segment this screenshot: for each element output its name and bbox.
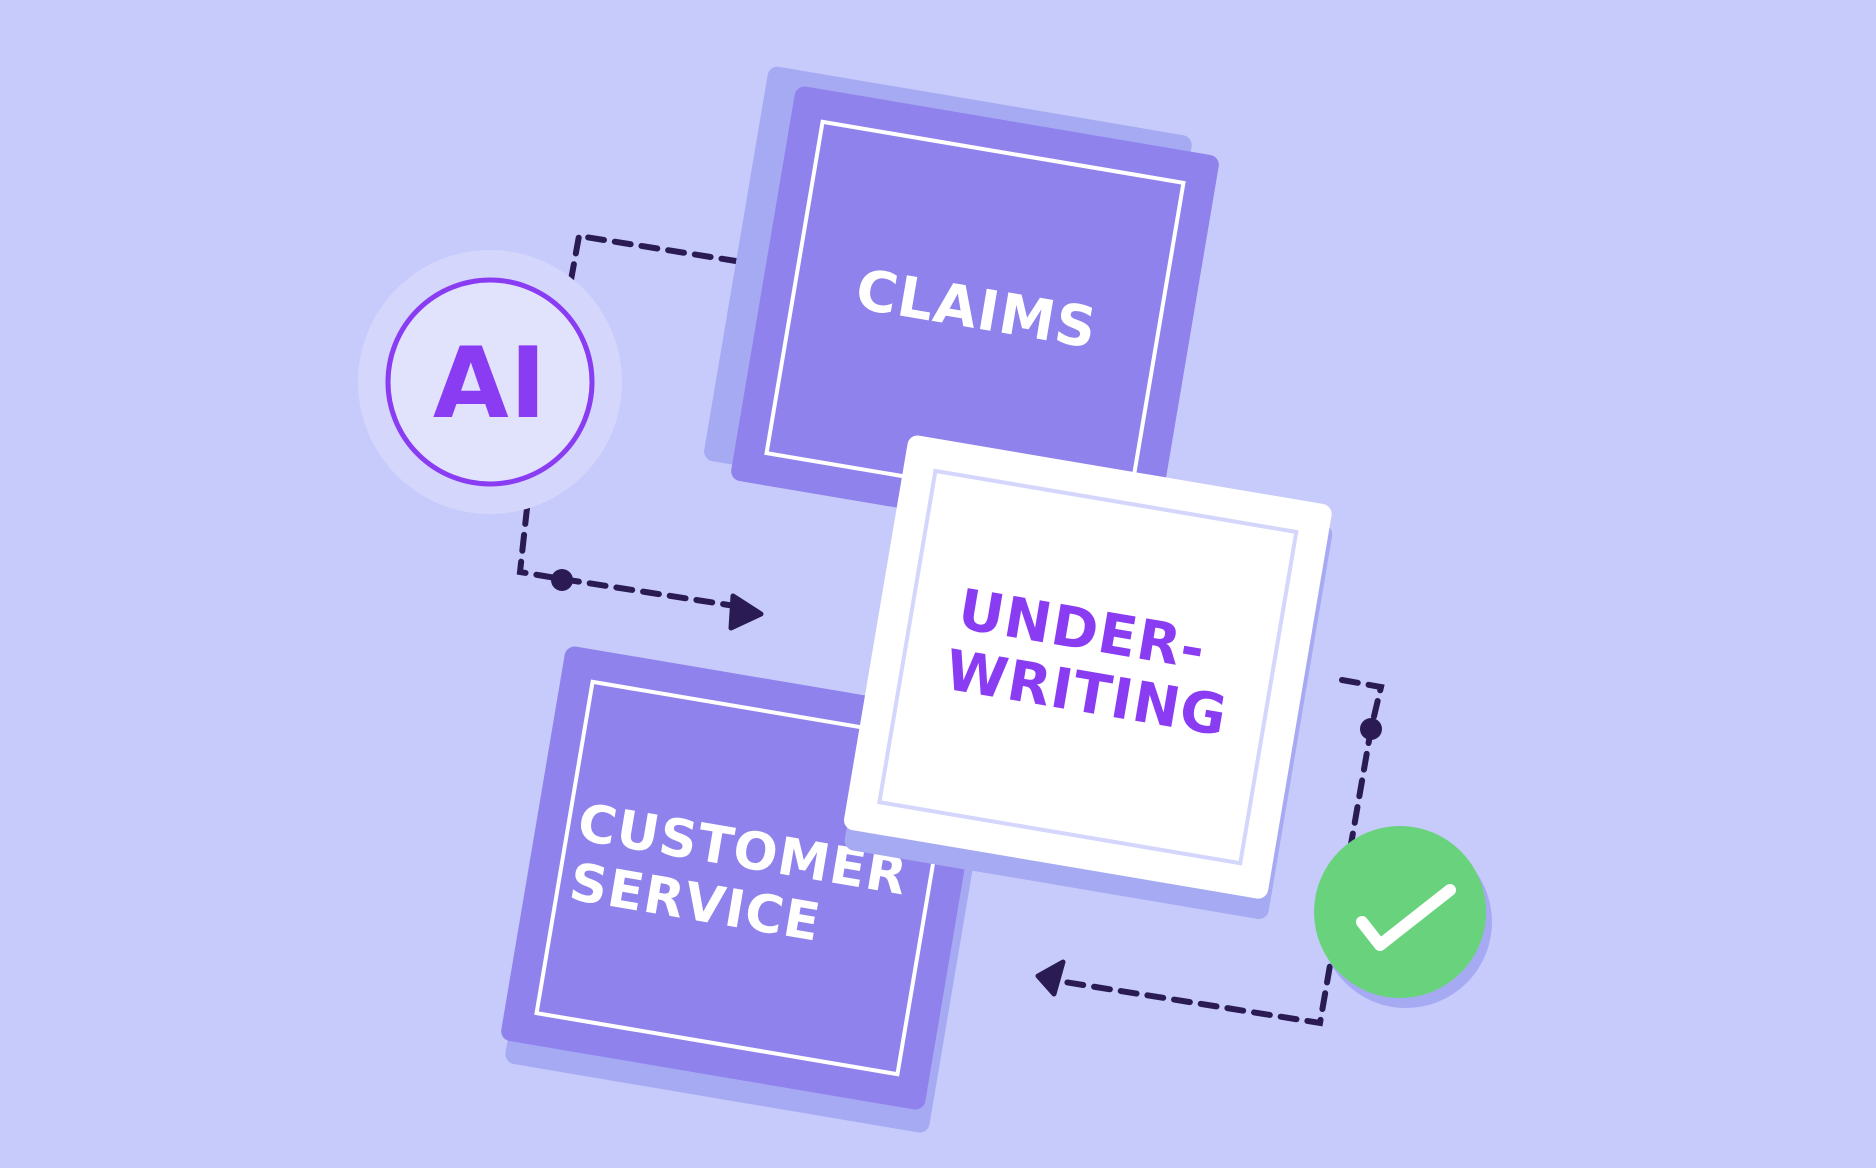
connector-ai-to-underwriting — [516, 505, 764, 631]
arrow-right-icon — [728, 593, 764, 631]
approval-badge-circle — [1314, 826, 1486, 998]
underwriting-card: UNDER- WRITING — [844, 435, 1333, 919]
connector-underwriting-to-customer-service — [1035, 677, 1385, 1027]
ai-circle — [385, 277, 595, 487]
customer-service-card-frame — [534, 679, 956, 1077]
ai-badge: AI — [358, 250, 622, 514]
approval-badge — [1314, 826, 1492, 1008]
claims-card: CLAIMS — [704, 66, 1219, 550]
claims-card-body — [731, 86, 1219, 550]
underwriting-card-frame — [877, 468, 1299, 866]
checkmark-icon — [1356, 884, 1456, 951]
underwriting-card-body — [844, 435, 1332, 899]
arrow-left-icon — [1035, 959, 1066, 997]
ai-label: AI — [433, 327, 547, 441]
